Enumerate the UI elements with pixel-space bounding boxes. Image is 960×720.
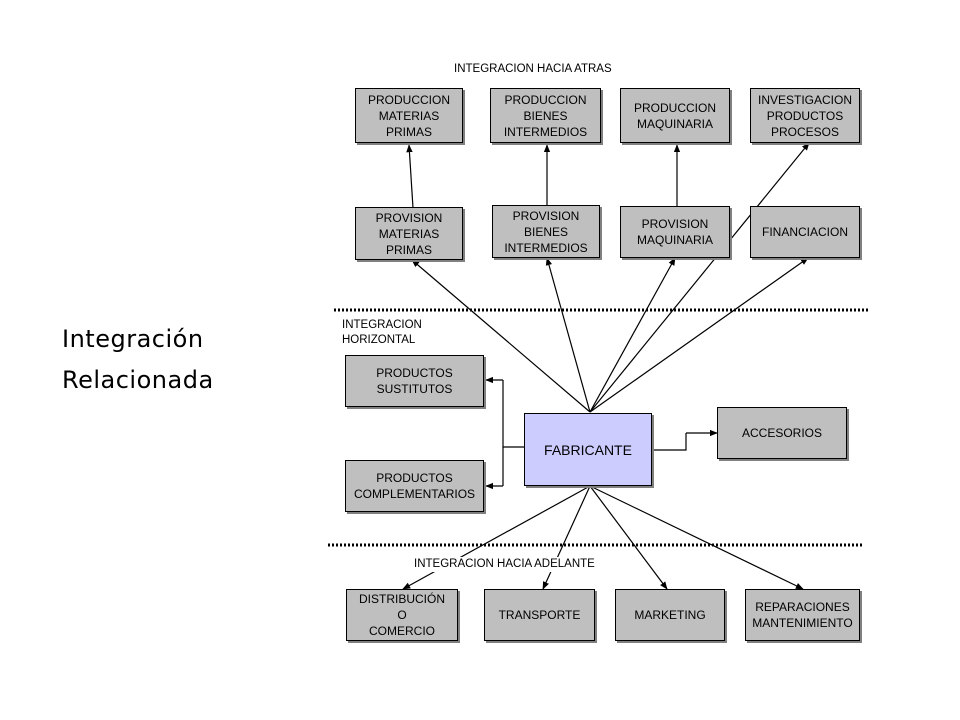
node-productos-complementarios: PRODUCTOS COMPLEMENTARIOS xyxy=(345,460,484,512)
node-label: INVESTIGACION PRODUCTOS PROCESOS xyxy=(757,92,852,139)
connector-accesorios xyxy=(652,433,687,451)
label-horizontal-integration: INTEGRACION HORIZONTAL xyxy=(342,319,422,346)
node-label: FABRICANTE xyxy=(544,441,632,458)
node-produccion-materias-primas: PRODUCCION MATERIAS PRIMAS xyxy=(355,88,463,143)
node-reparaciones-mantenimiento: REPARACIONES MANTENIMIENTO xyxy=(745,589,860,641)
node-label: PROVISION MATERIAS PRIMAS xyxy=(375,210,443,257)
arrow-fab-to-reparaciones xyxy=(589,485,804,590)
node-marketing: MARKETING xyxy=(615,589,725,641)
node-distribucion-comercio: DISTRIBUCIÓN O COMERCIO xyxy=(346,589,458,641)
node-label: ACCESORIOS xyxy=(741,426,822,440)
node-label: PRODUCCION MATERIAS PRIMAS xyxy=(367,92,450,139)
node-transporte: TRANSPORTE xyxy=(484,589,595,641)
arrow-prov-materias-to-prod-materias xyxy=(406,144,414,209)
node-label: PRODUCTOS COMPLEMENTARIOS xyxy=(353,471,476,501)
node-label: PROVISION BIENES INTERMEDIOS xyxy=(504,208,588,255)
node-label: REPARACIONES MANTENIMIENTO xyxy=(752,600,853,630)
arrow-fab-to-transporte xyxy=(542,485,591,590)
arrow-fab-to-prov-materias xyxy=(411,259,591,413)
bracket-horizontal xyxy=(502,380,524,448)
node-label: TRANSPORTE xyxy=(498,608,581,622)
node-label: DISTRIBUCIÓN O COMERCIO xyxy=(358,592,445,638)
node-investigacion-productos-procesos: INVESTIGACION PRODUCTOS PROCESOS xyxy=(750,88,860,143)
node-label: MARKETING xyxy=(634,608,706,622)
node-label: FINANCIACION xyxy=(761,225,848,239)
node-provision-maquinaria: PROVISION MAQUINARIA xyxy=(620,206,730,258)
node-provision-materias-primas: PROVISION MATERIAS PRIMAS xyxy=(355,207,463,260)
title-line-2: Relacionada xyxy=(62,366,214,394)
node-productos-sustitutos: PRODUCTOS SUSTITUTOS xyxy=(345,355,484,407)
node-label: PRODUCCION BIENES INTERMEDIOS xyxy=(503,92,588,139)
label-forward-integration: INTEGRACION HACIA ADELANTE xyxy=(414,557,595,572)
node-financiacion: FINANCIACION xyxy=(750,206,860,258)
node-label: PRODUCCION MAQUINARIA xyxy=(633,100,716,131)
node-provision-bienes-intermedios: PROVISION BIENES INTERMEDIOS xyxy=(492,205,600,258)
arrow-fab-to-financiacion xyxy=(589,257,809,413)
node-accesorios: ACCESORIOS xyxy=(717,407,847,459)
node-label: PROVISION MAQUINARIA xyxy=(636,217,713,247)
arrow-fab-to-prov-maquinaria xyxy=(589,257,676,413)
arrow-fab-to-investigacion xyxy=(589,142,810,413)
node-produccion-maquinaria: PRODUCCION MAQUINARIA xyxy=(620,88,730,143)
node-produccion-bienes-intermedios: PRODUCCION BIENES INTERMEDIOS xyxy=(490,88,601,143)
arrow-fab-to-prov-bienes xyxy=(545,257,591,413)
title-line-1: Integración xyxy=(62,325,204,353)
arrow-fab-to-marketing xyxy=(589,485,668,590)
label-backward-integration: INTEGRACION HACIA ATRAS xyxy=(454,63,612,75)
node-label: PRODUCTOS SUSTITUTOS xyxy=(376,366,453,396)
node-fabricante: FABRICANTE xyxy=(524,413,652,486)
